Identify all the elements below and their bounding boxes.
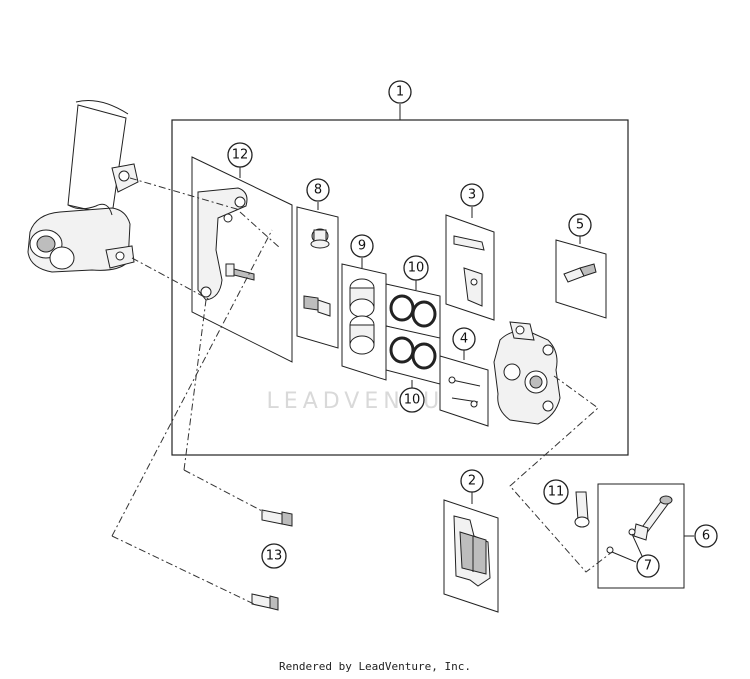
leader-7a bbox=[611, 551, 637, 563]
mount-bolts-13 bbox=[251, 509, 293, 611]
callout-label: 4 bbox=[460, 332, 468, 347]
callout-4[interactable]: 4 bbox=[452, 327, 476, 351]
callout-label: 8 bbox=[314, 183, 322, 198]
brake-pad-kit-2 bbox=[443, 499, 499, 613]
fork-leg bbox=[27, 100, 139, 273]
callout-label: 13 bbox=[266, 549, 283, 564]
callout-6[interactable]: 6 bbox=[694, 524, 718, 548]
callout-2[interactable]: 2 bbox=[460, 469, 484, 493]
callout-1[interactable]: 1 bbox=[388, 80, 412, 104]
pin-kit-4 bbox=[439, 355, 489, 427]
callout-7[interactable]: 7 bbox=[636, 554, 660, 578]
callout-label: 6 bbox=[702, 529, 710, 544]
callout-label: 5 bbox=[576, 218, 584, 233]
callout-3[interactable]: 3 bbox=[460, 183, 484, 207]
callout-10b[interactable]: 10 bbox=[399, 387, 425, 413]
bleeder-kit-8 bbox=[296, 206, 339, 349]
callout-label: 12 bbox=[232, 148, 249, 163]
callout-11[interactable]: 11 bbox=[543, 479, 569, 505]
callout-label: 11 bbox=[548, 485, 565, 500]
footer-credit: Rendered by LeadVenture, Inc. bbox=[278, 660, 472, 673]
callout-label: 10 bbox=[408, 261, 425, 276]
callout-label: 3 bbox=[468, 188, 476, 203]
callout-label: 1 bbox=[396, 85, 404, 100]
piston-kit-9 bbox=[341, 263, 387, 381]
brake-caliper bbox=[493, 321, 561, 425]
leader-7b bbox=[631, 533, 643, 557]
banjo-fitting-11 bbox=[574, 491, 590, 528]
callout-label: 2 bbox=[468, 474, 476, 489]
callout-label: 10 bbox=[404, 393, 421, 408]
callout-label: 9 bbox=[358, 239, 366, 254]
callout-9[interactable]: 9 bbox=[350, 234, 374, 258]
callout-10a[interactable]: 10 bbox=[403, 255, 429, 281]
seal-kit-10 bbox=[385, 283, 441, 385]
callout-13[interactable]: 13 bbox=[261, 543, 287, 569]
exploded-lines bbox=[111, 177, 613, 605]
callout-5[interactable]: 5 bbox=[568, 213, 592, 237]
bracket-kit-12 bbox=[191, 156, 293, 363]
callout-label: 7 bbox=[644, 559, 652, 574]
callout-12[interactable]: 12 bbox=[227, 142, 253, 168]
spring-kit-3 bbox=[445, 214, 495, 321]
bleeder-kit-5 bbox=[555, 239, 607, 319]
callout-8[interactable]: 8 bbox=[306, 178, 330, 202]
